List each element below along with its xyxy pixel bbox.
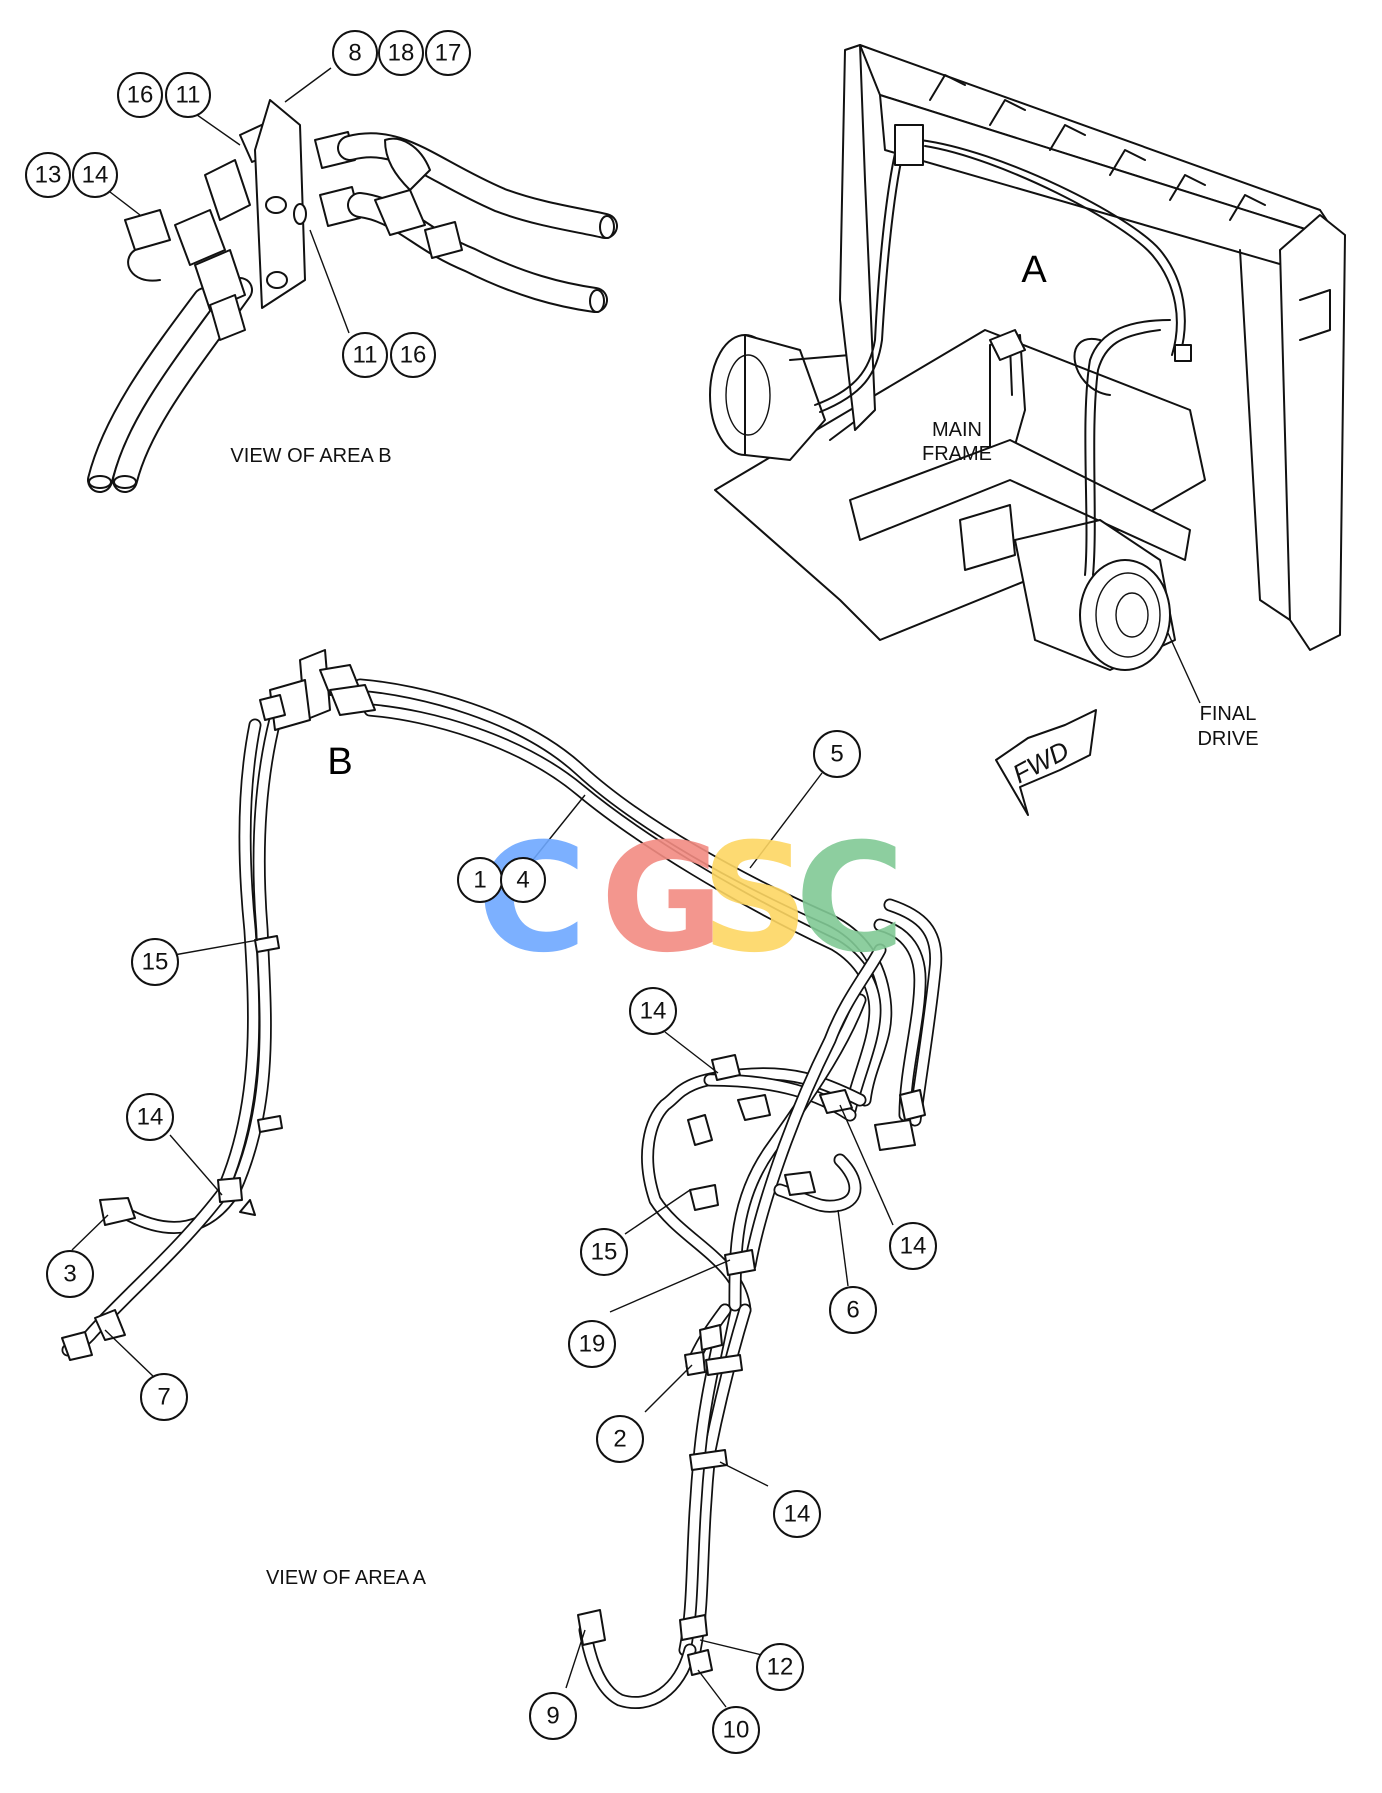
svg-text:8: 8	[348, 40, 361, 67]
svg-text:15: 15	[142, 949, 169, 976]
svg-text:5: 5	[830, 741, 843, 768]
leaders-area-b	[109, 67, 350, 334]
callout-13: 13	[25, 152, 71, 198]
svg-text:11: 11	[176, 82, 201, 109]
callout-14: 14	[629, 987, 677, 1035]
cgsc-watermark: C G S C	[477, 812, 905, 986]
area-b-marker: B	[327, 741, 352, 783]
callout-14: 14	[126, 1093, 174, 1141]
svg-text:14: 14	[137, 1104, 164, 1131]
callout-6: 6	[829, 1286, 877, 1334]
callout-7: 7	[140, 1373, 188, 1421]
svg-text:3: 3	[63, 1261, 76, 1288]
svg-text:6: 6	[846, 1297, 859, 1324]
watermark-letter-s: S	[701, 812, 809, 986]
svg-text:14: 14	[82, 162, 109, 189]
view-title-area-a: VIEW OF AREA A	[266, 1567, 427, 1589]
svg-text:12: 12	[767, 1654, 794, 1681]
callout-14: 14	[72, 152, 118, 198]
callout-17: 17	[425, 30, 471, 76]
watermark-letter-g: G	[600, 812, 723, 986]
callout-1: 1	[457, 857, 503, 903]
callout-15: 15	[131, 938, 179, 986]
svg-text:16: 16	[400, 342, 427, 369]
leaders-area-a	[71, 772, 894, 1708]
callout-8: 8	[332, 30, 378, 76]
view-title-area-b: VIEW OF AREA B	[230, 445, 391, 467]
callout-16: 16	[117, 72, 163, 118]
svg-text:17: 17	[435, 40, 462, 67]
forward-arrow-icon: FWD	[995, 709, 1097, 816]
main-frame-label-line2: FRAME	[922, 443, 992, 465]
svg-text:14: 14	[784, 1501, 811, 1528]
svg-text:1: 1	[473, 867, 486, 894]
callout-14: 14	[773, 1490, 821, 1538]
callout-3: 3	[46, 1250, 94, 1298]
svg-text:15: 15	[591, 1239, 618, 1266]
callout-12: 12	[756, 1643, 804, 1691]
main-frame-label-line1: MAIN	[932, 419, 982, 441]
callout-14: 14	[889, 1222, 937, 1270]
svg-text:7: 7	[157, 1384, 170, 1411]
callout-9: 9	[529, 1692, 577, 1740]
svg-text:18: 18	[388, 40, 415, 67]
callout-11: 11	[165, 72, 211, 118]
svg-text:9: 9	[546, 1703, 559, 1730]
machine-overview	[709, 44, 1346, 671]
callout-18: 18	[378, 30, 424, 76]
callout-5: 5	[813, 730, 861, 778]
callout-10: 10	[712, 1706, 760, 1754]
final-drive-label-line2: DRIVE	[1197, 728, 1258, 750]
final-drive-leader	[1167, 632, 1201, 704]
callout-15: 15	[580, 1228, 628, 1276]
svg-text:14: 14	[900, 1233, 927, 1260]
svg-text:14: 14	[640, 998, 667, 1025]
svg-text:4: 4	[516, 867, 529, 894]
detail-view-area-b	[87, 99, 618, 493]
svg-text:2: 2	[613, 1426, 626, 1453]
detail-view-area-a	[61, 649, 943, 1710]
callout-19: 19	[568, 1320, 616, 1368]
callout-4: 4	[500, 857, 546, 903]
watermark-letter-c2: C	[795, 812, 905, 986]
svg-text:19: 19	[579, 1331, 606, 1358]
callout-2: 2	[596, 1415, 644, 1463]
callout-11: 11	[342, 332, 388, 378]
final-drive-label-line1: FINAL	[1200, 703, 1257, 725]
svg-text:10: 10	[723, 1717, 750, 1744]
svg-text:11: 11	[353, 342, 378, 369]
svg-text:13: 13	[35, 162, 62, 189]
callout-16: 16	[390, 332, 436, 378]
area-a-marker: A	[1021, 249, 1047, 291]
svg-text:16: 16	[127, 82, 154, 109]
